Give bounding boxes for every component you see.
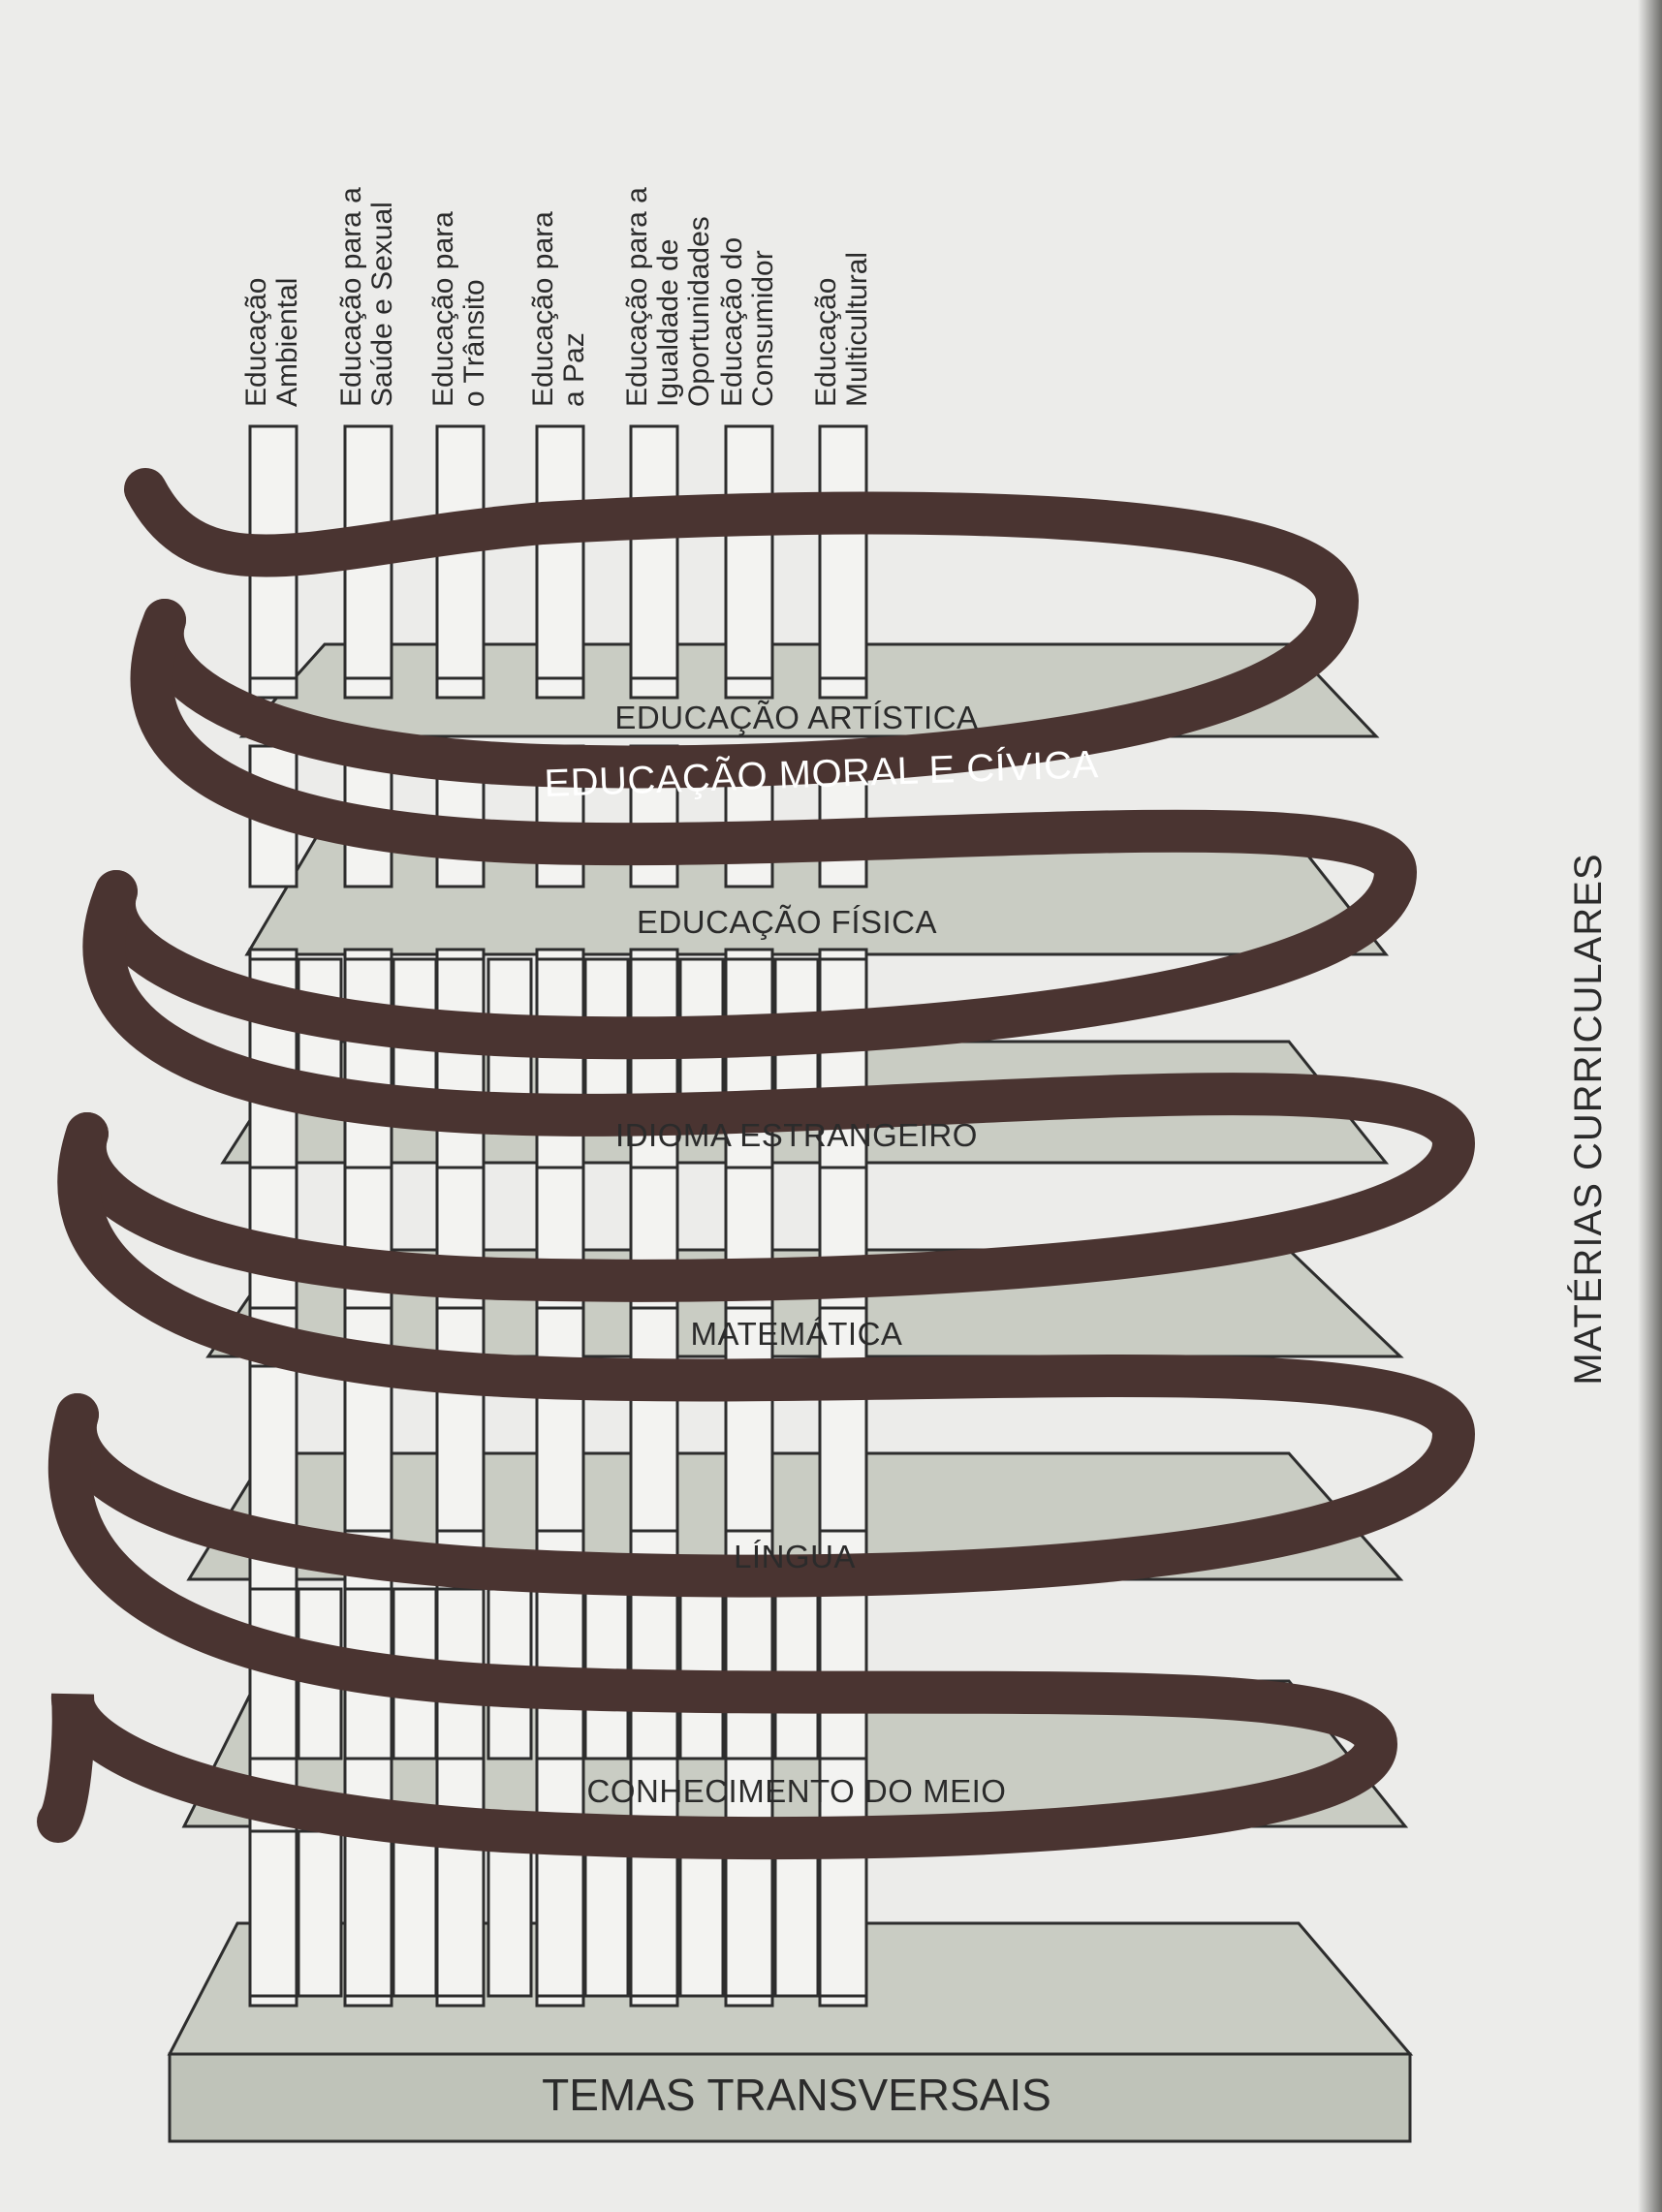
- theme-post-segment: [250, 1831, 297, 1996]
- theme-label-line: Educação para a: [335, 187, 367, 407]
- layer-label-6: CONHECIMENTO DO MEIO: [587, 1773, 1007, 1809]
- layer-label-4: MATEMÁTICA: [691, 1316, 903, 1352]
- theme-label-line: Oportunidades: [683, 216, 715, 407]
- theme-label-line: Educação do: [716, 237, 748, 407]
- theme-post-segment: [345, 1831, 392, 1996]
- theme-post-segment: [537, 1831, 583, 1996]
- theme-post-segment: [726, 426, 772, 678]
- theme-label-line: Ambiental: [271, 278, 303, 407]
- side-label: MATÉRIAS CURRICULARES: [1566, 853, 1610, 1385]
- theme-label-line: Educação: [240, 278, 272, 407]
- theme-post-segment: [437, 1831, 484, 1996]
- layer-label-3: IDIOMA ESTRANGEIRO: [615, 1117, 978, 1153]
- theme-label-line: Consumidor: [747, 250, 779, 407]
- base-label: TEMAS TRANSVERSAIS: [542, 2070, 1051, 2120]
- theme-label-line: Multicultural: [841, 252, 873, 407]
- theme-label-line: Educação para: [427, 211, 459, 407]
- theme-post-segment: [345, 1366, 392, 1531]
- theme-post-segment: [537, 426, 583, 678]
- filler-post: [393, 1831, 436, 1996]
- layer-label-2: EDUCAÇÃO FÍSICA: [637, 904, 937, 940]
- layer-label-5: LÍNGUA: [734, 1539, 856, 1574]
- theme-post-segment: [820, 426, 866, 678]
- theme-label-line: Igualdade de: [652, 239, 684, 408]
- theme-post-segment: [631, 426, 677, 678]
- theme-post-segment: [250, 1366, 297, 1531]
- theme-label-line: Educação para: [527, 211, 559, 407]
- filler-post: [488, 1831, 531, 1996]
- theme-label-line: Educação para a: [621, 187, 653, 407]
- theme-label-line: a Paz: [558, 332, 590, 407]
- theme-label-line: o Trânsito: [458, 279, 490, 407]
- theme-label-line: Educação: [810, 278, 842, 407]
- filler-post: [298, 1831, 341, 1996]
- layer-label-1: EDUCAÇÃO ARTÍSTICA: [614, 700, 978, 735]
- theme-label-line: Saúde e Sexual: [366, 202, 398, 407]
